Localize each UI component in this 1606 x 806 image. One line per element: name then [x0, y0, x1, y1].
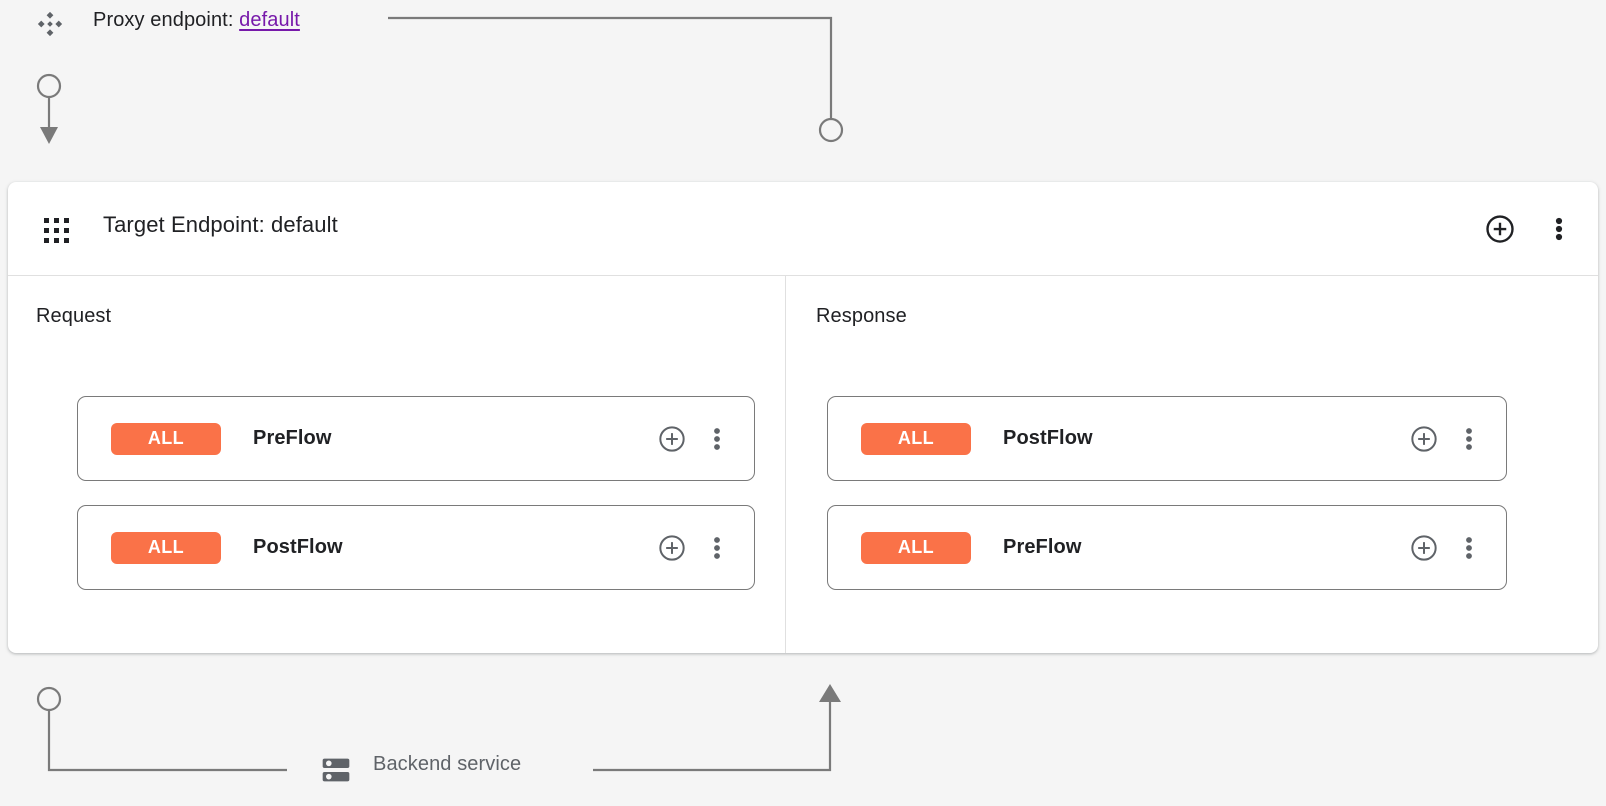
connector-node-proxy-out — [818, 117, 844, 143]
flow-name: PreFlow — [253, 427, 332, 449]
target-endpoint-card: Target Endpoint: default — [8, 182, 1598, 653]
target-endpoint-header: Target Endpoint: default — [8, 182, 1598, 276]
more-vertical-icon[interactable] — [702, 421, 732, 457]
add-circle-icon[interactable] — [654, 530, 690, 566]
request-flow-row-postflow[interactable]: ALL PostFlow — [77, 505, 755, 590]
grid-dots-icon — [44, 218, 69, 243]
add-circle-icon[interactable] — [1406, 421, 1442, 457]
backend-return-arrow — [819, 684, 841, 702]
add-circle-icon[interactable] — [1480, 209, 1520, 249]
proxy-endpoint-label: Proxy endpoint: default — [93, 9, 300, 32]
diamond-cluster-icon — [36, 10, 64, 38]
add-circle-icon[interactable] — [654, 421, 690, 457]
response-flow-row-postflow[interactable]: ALL PostFlow — [827, 396, 1507, 481]
more-vertical-icon[interactable] — [1454, 421, 1484, 457]
flow-name: PostFlow — [253, 536, 343, 558]
page-title: Target Endpoint: default — [103, 212, 338, 237]
server-rack-icon — [320, 754, 352, 786]
connector-node-target-in — [36, 73, 62, 99]
more-vertical-icon[interactable] — [702, 530, 732, 566]
response-flow-row-preflow[interactable]: ALL PreFlow — [827, 505, 1507, 590]
flow-name: PreFlow — [1003, 536, 1082, 558]
proxy-endpoint-link[interactable]: default — [239, 9, 300, 31]
lane-request-title: Request — [36, 305, 112, 327]
lane-response-title: Response — [816, 305, 907, 327]
flow-lanes: Request ALL PreFlow — [8, 276, 1598, 653]
lane-request: Request ALL PreFlow — [8, 276, 786, 653]
target-endpoint-actions — [1480, 182, 1598, 275]
more-vertical-icon[interactable] — [1454, 530, 1484, 566]
connector-node-target-out — [36, 686, 62, 712]
more-vertical-icon[interactable] — [1542, 209, 1576, 249]
status-badge: ALL — [861, 422, 971, 455]
backend-service-label: Backend service — [373, 753, 522, 775]
status-badge: ALL — [111, 422, 221, 455]
status-badge: ALL — [861, 531, 971, 564]
add-circle-icon[interactable] — [1406, 530, 1442, 566]
status-badge: ALL — [111, 531, 221, 564]
proxy-endpoint-bar: Proxy endpoint: default — [0, 0, 1606, 48]
proxy-endpoint-prefix: Proxy endpoint: — [93, 9, 234, 31]
request-flow-row-preflow[interactable]: ALL PreFlow — [77, 396, 755, 481]
lane-response: Response ALL PostFlow — [786, 276, 1598, 653]
flow-name: PostFlow — [1003, 427, 1093, 449]
